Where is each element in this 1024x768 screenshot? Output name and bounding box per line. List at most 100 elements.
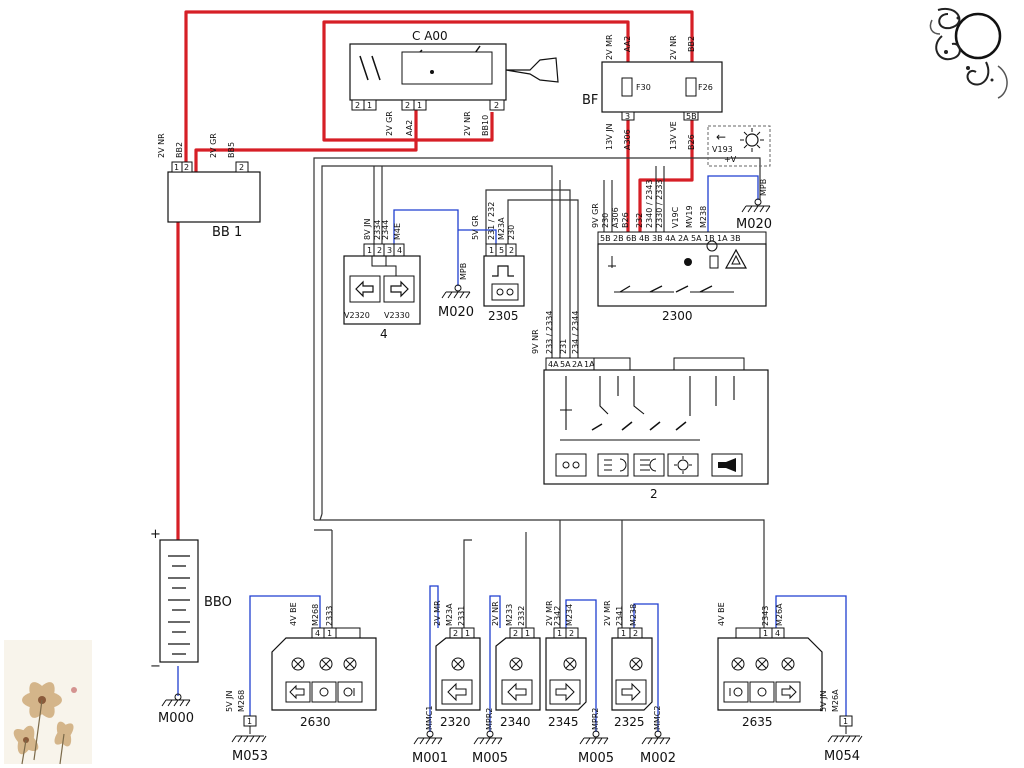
unit-2300: 5B 2B 6B 4B 3B 4A 2A 5A 1B 1A 3B 2300 9V… [591, 180, 767, 323]
svg-text:MMC2: MMC2 [653, 706, 662, 730]
arrow-right-icon [775, 681, 801, 703]
svg-text:AA2: AA2 [623, 36, 632, 52]
sidelight-icon [555, 453, 587, 477]
arrow-left-button-icon [349, 275, 381, 303]
junction-bb1: 1 2 2 BB 1 2V NR BB2 2V GR BB5 [157, 133, 261, 240]
ground-icon [641, 730, 671, 745]
fuse-icon [685, 77, 697, 97]
switch-panel-2: 4A 5A 2A 1A 2 9V NR 233 / 2334 231 234 /… [531, 311, 769, 501]
lamp-2345: 1 2 2345 2V MR 2342 M234 [545, 600, 587, 729]
lamp-2630: 4 1 2630 4V BE M268 2333 [271, 602, 377, 729]
svg-text:BB2: BB2 [687, 36, 696, 52]
svg-text:MV19: MV19 [685, 205, 694, 228]
sun-icon [749, 681, 775, 703]
svg-text:MPB: MPB [459, 263, 468, 280]
ground-icon [473, 730, 503, 745]
switch-id: 2305 [488, 309, 519, 323]
svg-text:4B: 4B [639, 234, 650, 243]
bulb-icon [755, 657, 769, 671]
arrow-left-icon [501, 679, 533, 705]
lamp-v193: ← V193 +V [707, 125, 771, 167]
bulb-icon [781, 657, 795, 671]
svg-text:AA2: AA2 [405, 120, 414, 136]
svg-text:4V BE: 4V BE [289, 602, 298, 626]
ground-icon [579, 730, 609, 745]
svg-text:V193: V193 [712, 145, 733, 154]
svg-text:1: 1 [174, 163, 179, 172]
arrow-right-icon [549, 679, 581, 705]
svg-text:2340 / 2343: 2340 / 2343 [645, 180, 654, 229]
svg-text:2: 2 [509, 246, 514, 255]
svg-text:4: 4 [397, 246, 402, 255]
svg-text:M238: M238 [629, 604, 638, 626]
svg-text:5V JN: 5V JN [819, 691, 828, 712]
svg-text:2: 2 [184, 163, 189, 172]
bulb-icon [451, 657, 465, 671]
svg-text:3: 3 [625, 112, 630, 121]
svg-text:MMC1: MMC1 [425, 706, 434, 730]
svg-text:BB2: BB2 [175, 142, 184, 158]
ground-label: M020 [736, 217, 772, 232]
svg-text:2332: 2332 [517, 606, 526, 626]
svg-text:1: 1 [417, 101, 422, 110]
key-icon [505, 57, 559, 83]
svg-text:2A: 2A [572, 360, 583, 369]
ground-icon [231, 726, 267, 743]
svg-text:MPR2: MPR2 [591, 708, 600, 730]
hazard-icon [724, 248, 748, 269]
svg-text:V2320: V2320 [344, 311, 370, 320]
swirl-ornament [929, 7, 1008, 99]
ground-label: M020 [438, 305, 474, 320]
svg-text:F30: F30 [636, 83, 651, 92]
svg-text:2A: 2A [678, 234, 689, 243]
flower-ornament [4, 640, 92, 765]
svg-text:M23A: M23A [497, 217, 506, 240]
low-beam-icon [597, 453, 629, 477]
svg-text:2331: 2331 [457, 606, 466, 626]
arrow-left-icon [441, 679, 473, 705]
arrow-right-button-icon [383, 275, 415, 303]
lamp-2325: 1 2 2325 2V MR 2341 M238 [603, 600, 653, 729]
lamp-2340: 2 1 2340 2V NR M233 2332 [491, 601, 541, 729]
unit-2300-pins: 5B 2B 6B 4B 3B 4A 2A 5A 1B 1A 3B [597, 231, 767, 245]
sun-icon [311, 681, 337, 703]
svg-text:M4E: M4E [393, 223, 402, 240]
bulb-icon [629, 657, 643, 671]
svg-text:2V MR: 2V MR [433, 600, 442, 626]
junction-id: BB 1 [212, 225, 242, 240]
svg-text:233 / 2334: 233 / 2334 [545, 311, 554, 354]
svg-text:2334: 2334 [373, 220, 382, 240]
svg-text:230: 230 [507, 225, 516, 240]
svg-text:1: 1 [621, 629, 626, 638]
unit-id: 2300 [662, 309, 693, 323]
svg-text:2B: 2B [613, 234, 624, 243]
svg-text:2: 2 [633, 629, 638, 638]
svg-text:1: 1 [247, 717, 252, 726]
ground-icon [161, 693, 191, 707]
ground-icon [413, 730, 443, 745]
switch-2305: 1 5 2 2305 5V GR 231 / 232 M23A 230 [471, 202, 525, 323]
svg-text:5A: 5A [691, 234, 702, 243]
lamp-id: 2340 [500, 715, 531, 729]
svg-text:13V JN: 13V JN [605, 123, 614, 150]
fog-light-icon [723, 681, 749, 703]
switch-id: 4 [380, 327, 388, 341]
svg-text:230: 230 [601, 213, 610, 228]
svg-text:M233: M233 [505, 604, 514, 626]
svg-text:B26: B26 [687, 134, 696, 150]
svg-text:2: 2 [569, 629, 574, 638]
lamp-id: 2345 [548, 715, 579, 729]
svg-text:1: 1 [465, 629, 470, 638]
svg-text:231: 231 [559, 339, 568, 354]
svg-text:1: 1 [367, 246, 372, 255]
fog-light-icon [667, 453, 699, 477]
pulse-icon [492, 265, 514, 277]
svg-text:2: 2 [355, 101, 360, 110]
svg-text:9V NR: 9V NR [531, 329, 540, 354]
bulb-icon [731, 657, 745, 671]
bulb-icon [319, 657, 333, 671]
fusebox-id: BF [582, 93, 598, 108]
svg-text:2: 2 [453, 629, 458, 638]
svg-text:5B: 5B [686, 112, 697, 121]
svg-text:5: 5 [499, 246, 504, 255]
